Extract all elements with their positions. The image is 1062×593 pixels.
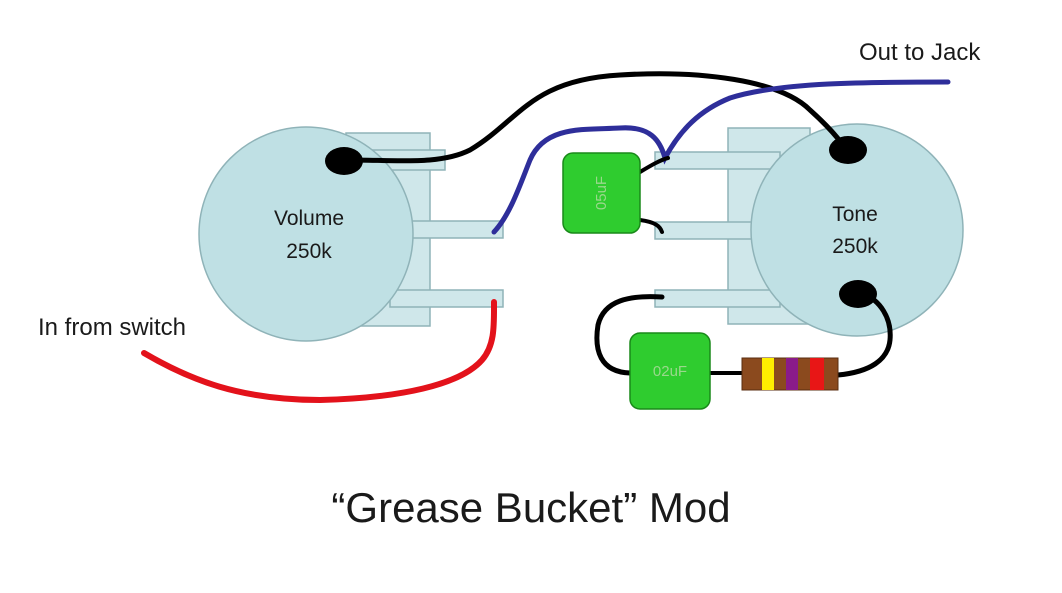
resistor bbox=[741, 357, 839, 391]
black-wire-tone-lug-to-cap2 bbox=[594, 294, 665, 376]
capacitor-1-label: 05uF bbox=[593, 176, 610, 210]
volume-pot bbox=[198, 126, 414, 342]
tone-lug-bottom bbox=[654, 289, 781, 308]
tone-terminal-bottom bbox=[839, 280, 877, 308]
tone-pot-name: Tone bbox=[832, 203, 878, 226]
resistor-band-purple bbox=[786, 358, 798, 390]
volume-pot-name: Volume bbox=[274, 207, 344, 230]
black-wire-resistor-to-tone bbox=[835, 290, 893, 378]
resistor-band-red bbox=[810, 358, 824, 390]
volume-pot-value: 250k bbox=[286, 240, 332, 263]
tone-pot-value: 250k bbox=[832, 235, 878, 258]
tone-pot bbox=[750, 123, 964, 337]
capacitor-2 bbox=[629, 332, 711, 410]
volume-lug-middle bbox=[399, 220, 504, 239]
out-to-jack-label: Out to Jack bbox=[859, 39, 981, 66]
in-from-switch-label: In from switch bbox=[38, 314, 186, 341]
red-wire-in-from-switch bbox=[141, 299, 498, 404]
resistor-band-yellow bbox=[762, 358, 774, 390]
tone-lug-top bbox=[654, 151, 781, 170]
diagram-title: “Grease Bucket” Mod bbox=[331, 484, 731, 531]
volume-lug-bottom bbox=[389, 289, 504, 308]
cap1-lead-top bbox=[638, 156, 670, 174]
capacitor-2-label: 02uF bbox=[653, 363, 687, 380]
blue-wire-out-to-jack bbox=[491, 79, 951, 235]
cap1-lead-bottom bbox=[638, 218, 664, 234]
tone-terminal-top bbox=[829, 136, 867, 164]
volume-terminal bbox=[325, 147, 363, 175]
capacitor-1 bbox=[562, 152, 641, 234]
black-wire-volume-to-tone bbox=[342, 71, 851, 164]
